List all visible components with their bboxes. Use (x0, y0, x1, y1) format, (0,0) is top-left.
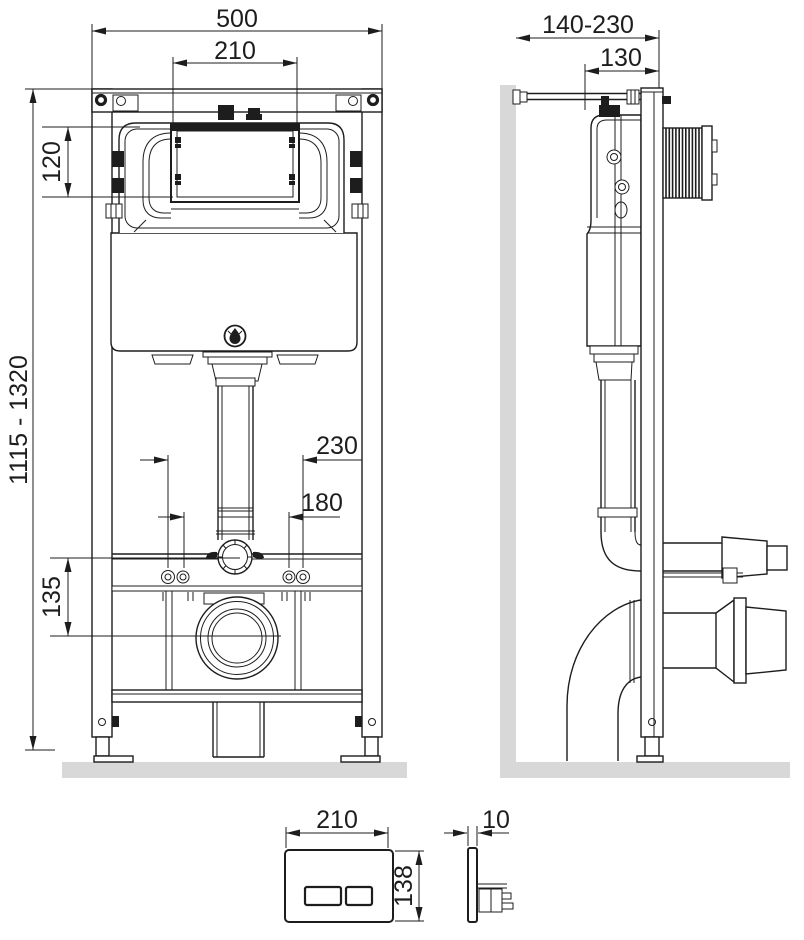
floor-side (500, 762, 790, 778)
dim-plate-height: 138 (390, 850, 424, 922)
flush-plate-side (467, 847, 514, 923)
bellows-sleeve (662, 125, 718, 201)
leg-hole-icon (98, 718, 106, 726)
corner-bracket (335, 94, 362, 112)
dim-frame-depth-label: 130 (600, 44, 642, 72)
flush-button-large (303, 885, 343, 907)
wall-anchor-rod (512, 89, 641, 105)
flush-drop-icon (223, 324, 247, 348)
leg-hole-icon (368, 718, 376, 726)
dimensions: 500 210 1115 - 1320 120 (5, 5, 660, 922)
dim-install-height: 1115 - 1320 (5, 88, 92, 751)
flush-pipe-front (206, 377, 264, 575)
frame-front (91, 88, 383, 738)
dim-flush-pipe-offset-label: 230 (316, 432, 358, 460)
dim-plate-height-label: 138 (390, 865, 418, 907)
cistern-side (586, 96, 642, 381)
dim-stud-spacing-label: 180 (301, 489, 343, 517)
cistern-front (105, 105, 369, 382)
dim-inspection-width-label: 210 (214, 37, 256, 65)
dim-plate-width-label: 210 (316, 806, 358, 834)
cistern-bracket (105, 151, 369, 219)
dim-drain-height-label: 135 (38, 576, 66, 618)
drain-elbow-side (566, 599, 642, 761)
dim-plate-thickness-label: 10 (482, 806, 510, 834)
dim-inspection-height-label: 120 (38, 141, 66, 183)
dim-frame-depth: 130 (584, 44, 659, 110)
dim-drain-height: 135 (38, 557, 281, 637)
adjustable-foot (340, 736, 381, 763)
drain-outlet-front (195, 596, 279, 680)
fixing-studs (161, 570, 310, 584)
dim-inspection-height: 120 (38, 126, 173, 198)
fill-valve-knob (218, 105, 234, 120)
wall-side (500, 85, 516, 762)
dim-flush-pipe-offset: 230 (140, 432, 362, 568)
flush-pipe-side (597, 380, 642, 572)
flush-plate-front (284, 849, 394, 923)
mounting-hole-icon (366, 93, 380, 107)
dim-inspection-width: 210 (172, 37, 298, 125)
drain-connector (663, 597, 787, 684)
adjustable-foot (93, 736, 134, 763)
dim-wall-distance-label: 140-230 (542, 11, 634, 39)
frame-side (636, 87, 671, 763)
mounting-hole-icon (94, 93, 108, 107)
floor-front (62, 762, 407, 778)
dim-stud-spacing: 180 (158, 489, 343, 568)
corner-bracket (112, 94, 139, 112)
connector-knob (246, 108, 262, 120)
flush-button-small (344, 885, 374, 907)
side-view (500, 85, 790, 778)
dim-overall-width: 500 (91, 5, 383, 90)
front-view (62, 88, 407, 778)
dim-overall-width-label: 500 (216, 5, 258, 33)
inspection-window (170, 123, 300, 203)
dim-install-height-label: 1115 - 1320 (5, 355, 33, 485)
dim-plate-thickness: 10 (444, 806, 510, 846)
flush-connector (663, 536, 788, 584)
dim-wall-distance: 140-230 (516, 11, 660, 88)
dim-plate-width: 210 (285, 806, 389, 848)
